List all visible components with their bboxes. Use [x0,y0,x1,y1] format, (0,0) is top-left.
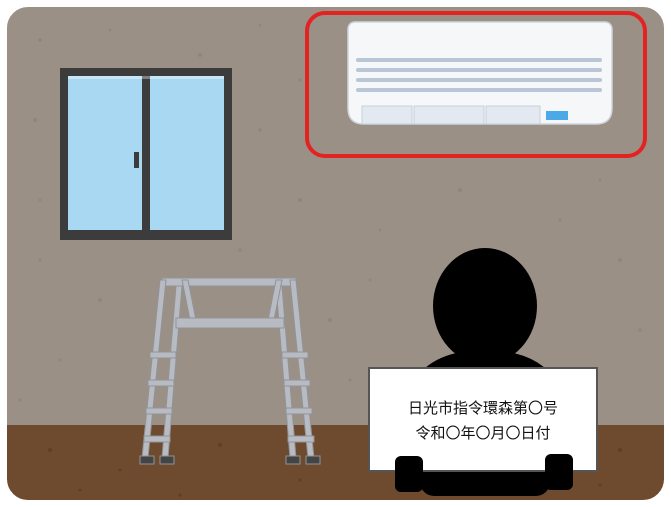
room-border [5,5,666,502]
right-hand [545,454,573,490]
stepladder-icon [139,277,321,465]
left-hand [395,456,423,492]
window-icon [60,68,232,240]
sign-line-1: 日光市指令環森第〇号 [408,399,558,417]
sign-board: 日光市指令環森第〇号 令和〇年〇月〇日付 [368,367,598,472]
sign-line-2: 令和〇年〇月〇日付 [415,424,550,442]
highlight-box [305,11,647,158]
sign-panel [368,367,598,472]
wall-texture [18,23,642,402]
air-conditioner-icon [347,21,613,125]
hands [395,454,573,492]
floor-texture [48,443,622,497]
